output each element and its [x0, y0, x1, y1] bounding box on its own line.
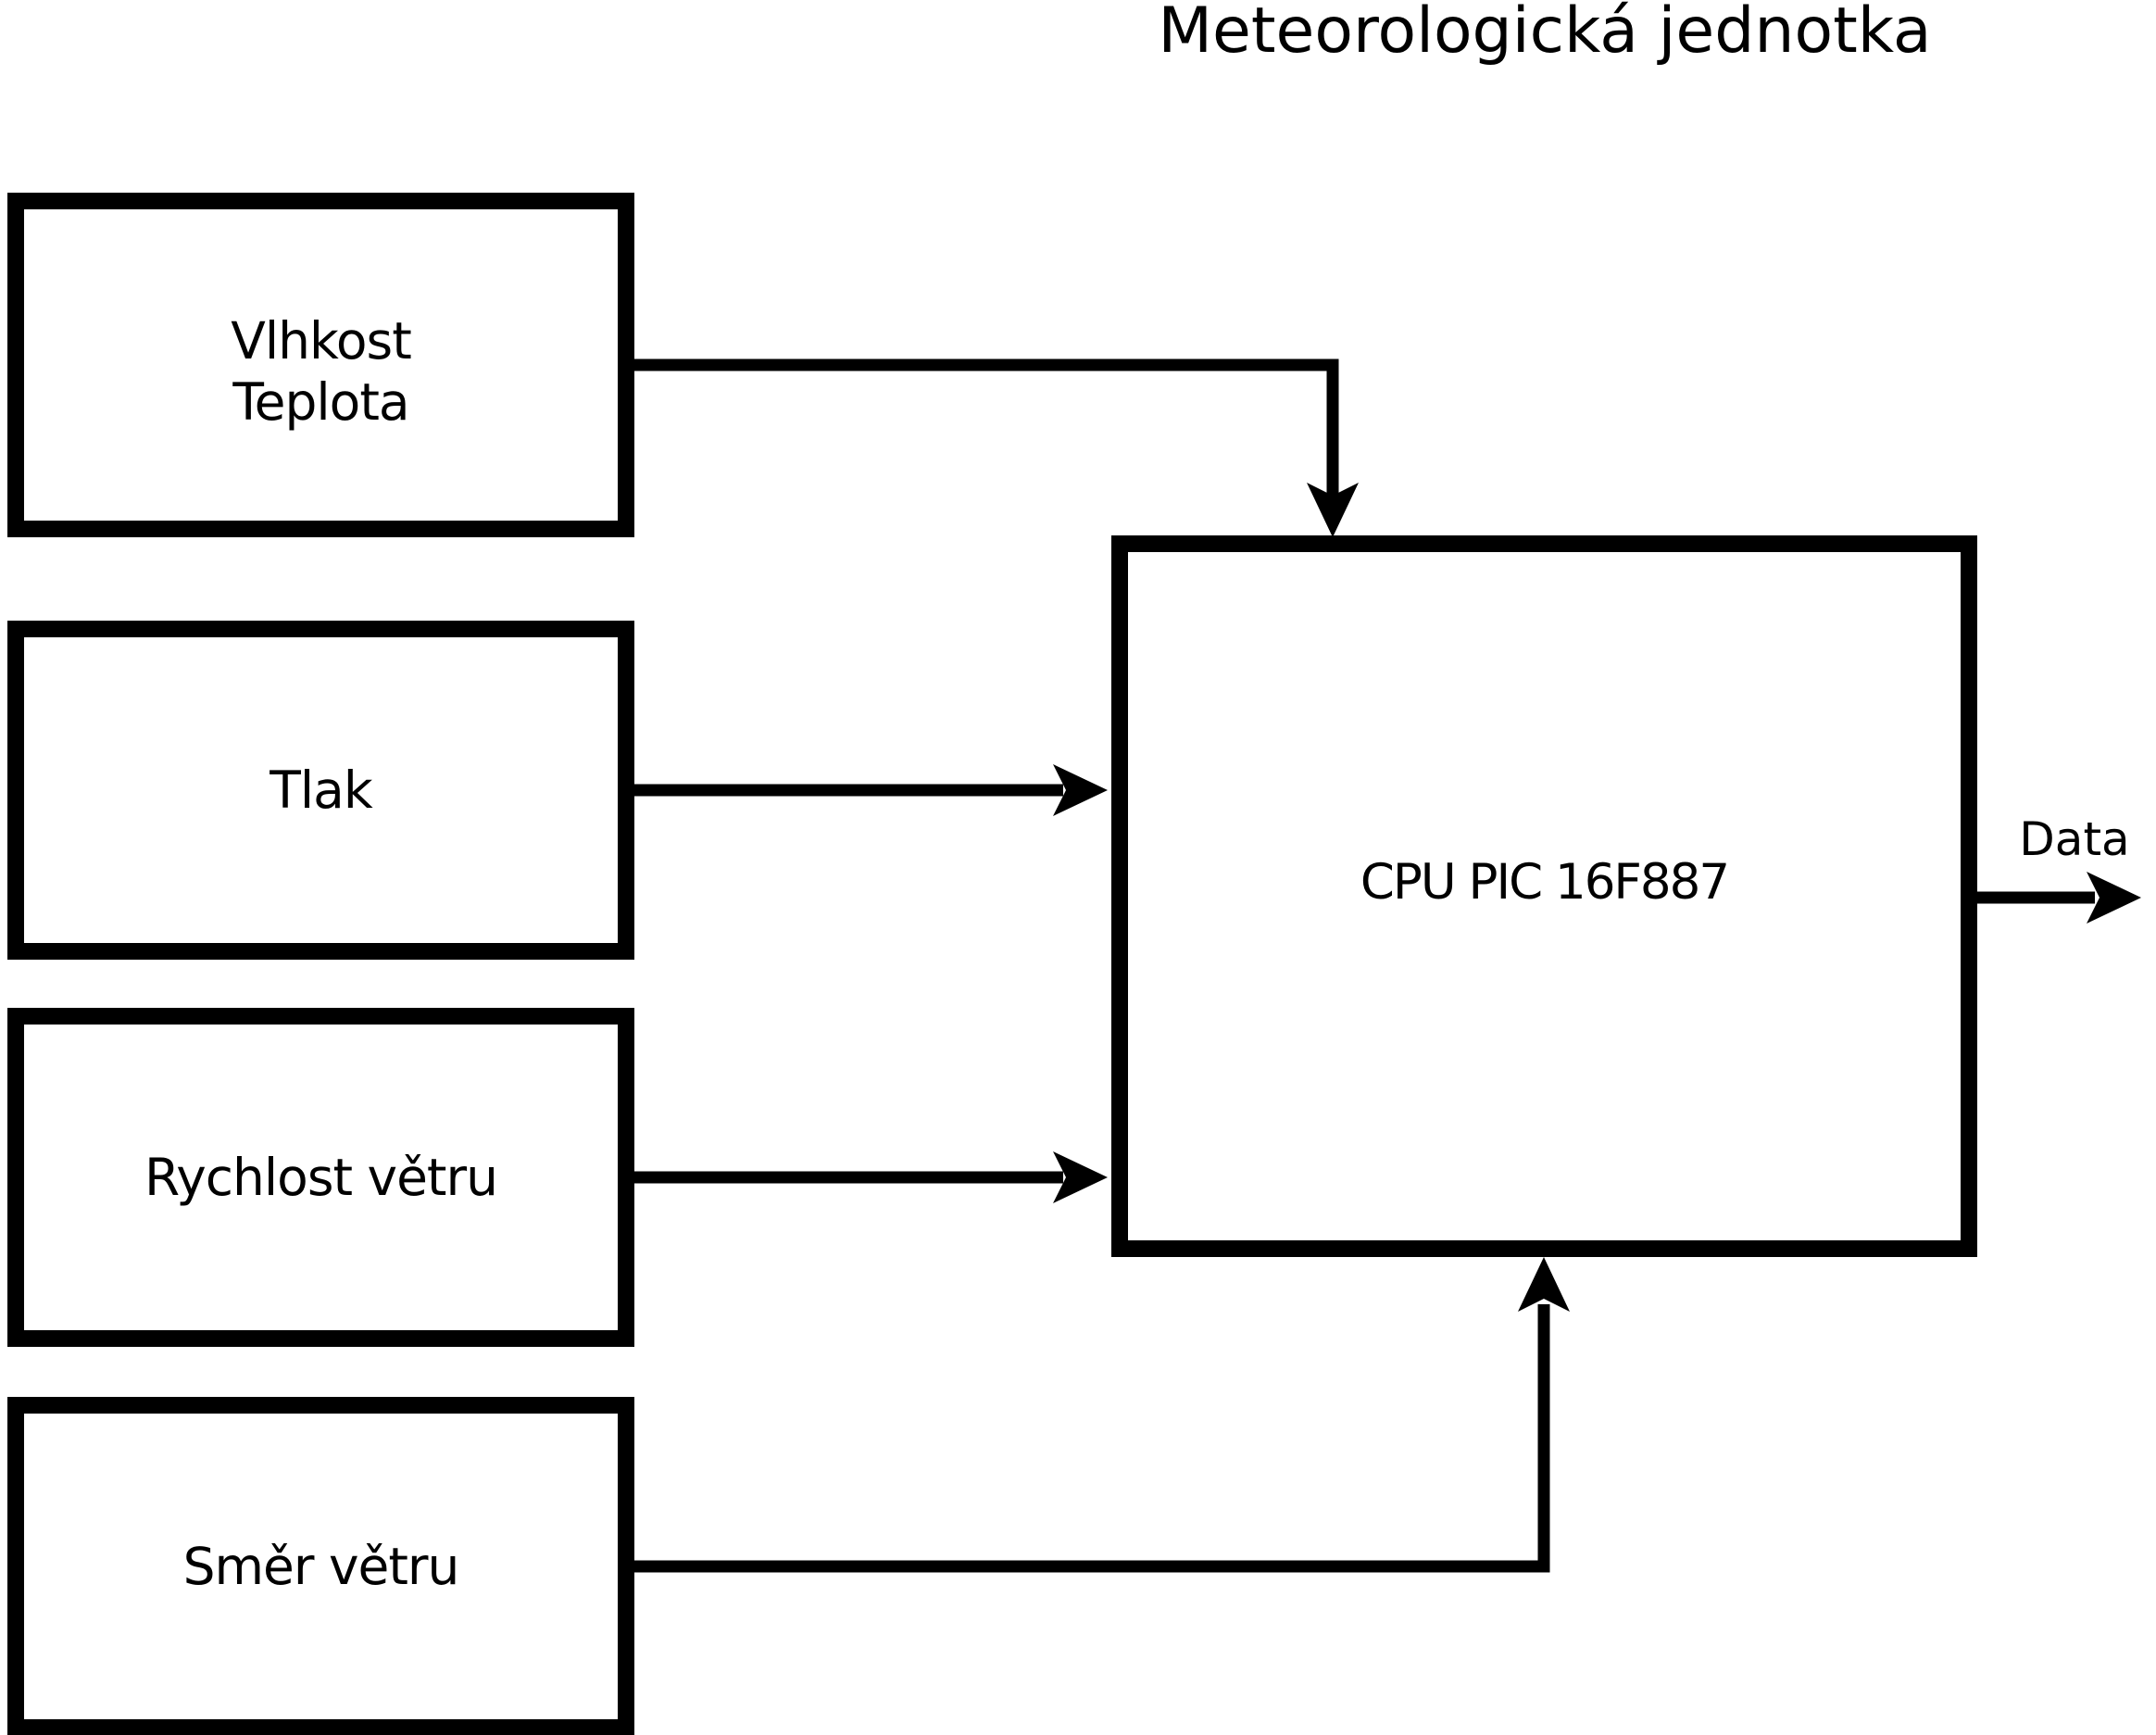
arrowhead-right-icon [1053, 1151, 1108, 1203]
arrowhead-right-icon [2087, 872, 2141, 924]
label-line: Rychlost větru [144, 1148, 498, 1207]
diagram-title: Meteorologická jednotka [1158, 0, 1932, 68]
node-tlak: Tlak [7, 621, 634, 960]
arrowhead-up-icon [1518, 1257, 1570, 1312]
connector-vlhkost-to-cpu [634, 358, 1339, 502]
node-label: Vlhkost Teplota [231, 297, 412, 433]
node-cpu: CPU PIC 16F887 [1111, 535, 1977, 1257]
node-label: Tlak [270, 760, 372, 821]
label-line: CPU PIC 16F887 [1360, 853, 1730, 911]
node-label: CPU PIC 16F887 [1360, 852, 1730, 941]
label-line: Vlhkost [231, 311, 412, 371]
node-vlhkost-teplota: Vlhkost Teplota [7, 193, 634, 537]
label-line: Teplota [232, 372, 409, 432]
data-output-label: Data [2019, 812, 2130, 866]
node-label: Směr větru [182, 1536, 460, 1597]
arrowhead-down-icon [1307, 483, 1359, 537]
label-line: Směr větru [182, 1537, 460, 1596]
arrowhead-right-icon [1053, 764, 1108, 816]
node-smer-vetru: Směr větru [7, 1397, 634, 1735]
connector-smer-to-cpu [634, 1304, 1550, 1573]
node-label: Rychlost větru [144, 1147, 498, 1208]
node-rychlost-vetru: Rychlost větru [7, 1008, 634, 1347]
label-line: Tlak [270, 761, 372, 820]
